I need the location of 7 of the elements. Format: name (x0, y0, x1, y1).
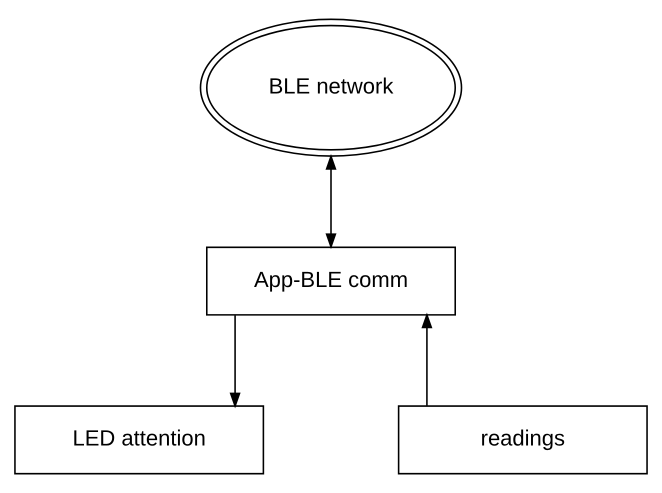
node-box: readings (398, 405, 648, 474)
arrow (421, 312, 432, 406)
node-box: LED attention (14, 405, 264, 474)
node-ellipse: BLE network (200, 18, 462, 157)
node-box: App-BLE comm (206, 246, 456, 316)
arrow (230, 316, 241, 408)
arrow (325, 154, 337, 250)
